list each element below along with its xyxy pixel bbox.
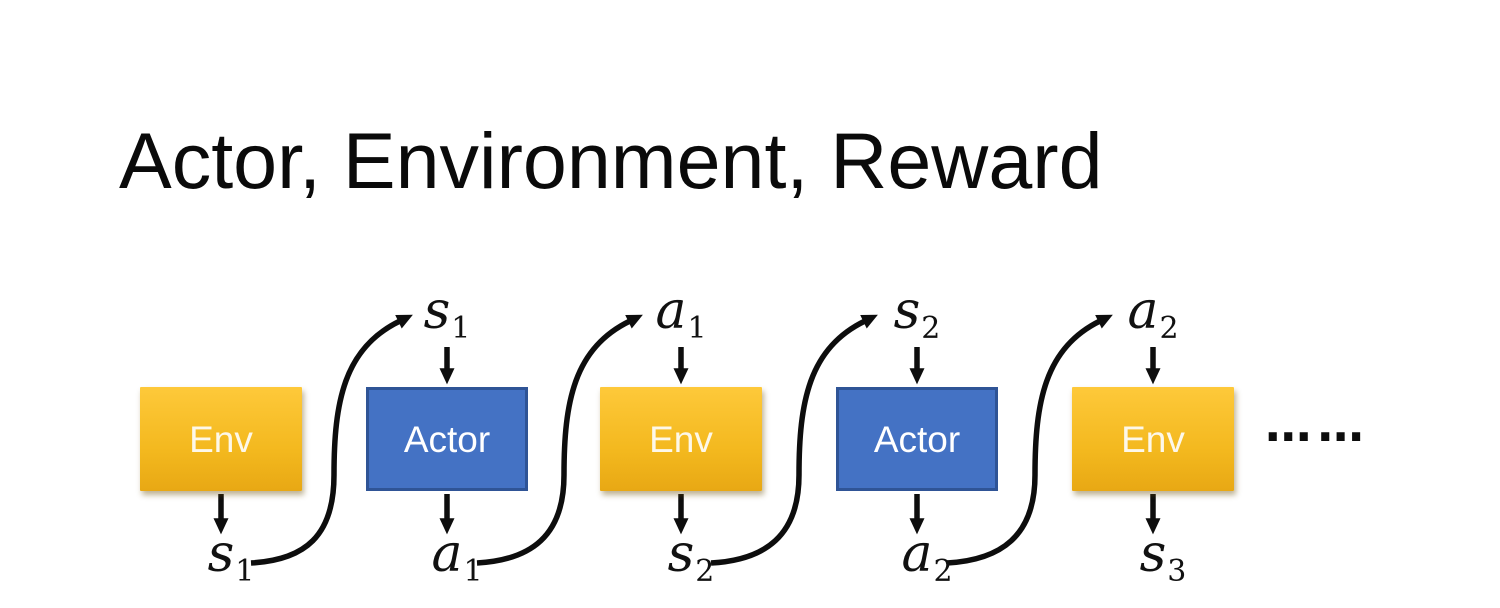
env-box-1: Env xyxy=(140,387,302,491)
top-label-s2: s2 xyxy=(893,281,941,346)
top-label-s1: s1 xyxy=(423,281,471,346)
actor-box-2-label: Actor xyxy=(873,418,961,460)
bottom-label-a2: a2 xyxy=(901,524,953,589)
env-box-1-label: Env xyxy=(189,418,253,460)
env-box-2: Env xyxy=(600,387,762,491)
bottom-label-a1: a1 xyxy=(431,524,483,589)
bottom-label-s1: s1 xyxy=(207,524,255,589)
actor-box-2: Actor xyxy=(836,387,998,491)
actor-box-1: Actor xyxy=(366,387,528,491)
top-label-a2: a2 xyxy=(1127,281,1179,346)
ellipsis-dots: ... ... xyxy=(1264,398,1365,452)
slide-title: Actor, Environment, Reward xyxy=(119,116,1103,205)
bottom-label-s2: s2 xyxy=(667,524,715,589)
actor-box-1-label: Actor xyxy=(403,418,491,460)
env-box-3: Env xyxy=(1072,387,1234,491)
top-label-a1: a1 xyxy=(655,281,707,346)
env-box-3-label: Env xyxy=(1121,418,1185,460)
bottom-label-s3: s3 xyxy=(1139,524,1187,589)
env-box-2-label: Env xyxy=(649,418,713,460)
